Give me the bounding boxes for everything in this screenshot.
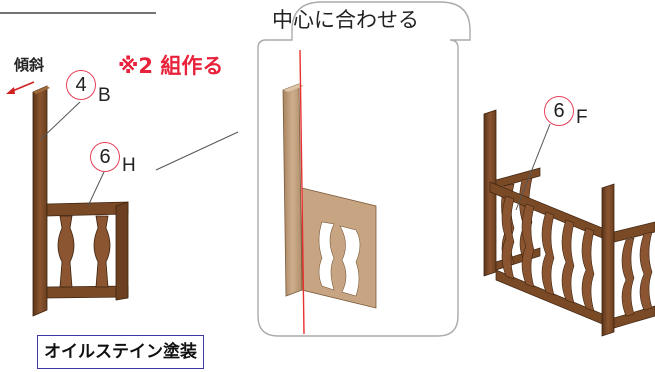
leader-6H	[87, 171, 105, 207]
detail-bubble	[257, 1, 471, 337]
leader-bubble	[155, 131, 239, 171]
part-letter-label: F	[576, 107, 588, 128]
make-two-sets-note: ※2 組作る	[118, 54, 224, 78]
part-number-badge: 6	[90, 142, 120, 172]
center-guide-line	[299, 49, 305, 335]
lean-label: 傾斜	[14, 56, 45, 74]
part-letter-label: B	[98, 85, 111, 106]
lean-arrow-icon	[6, 81, 35, 94]
left-side-panel	[32, 85, 129, 317]
part-number-badge: 4	[66, 70, 96, 100]
part-number-badge: 6	[544, 96, 574, 126]
stain-finish-label: オイルステイン塗装	[37, 335, 204, 369]
align-center-note: 中心に合わせる	[272, 8, 419, 32]
part-letter-label: H	[122, 155, 136, 176]
leader-6F	[515, 123, 551, 211]
leader-4B	[39, 101, 81, 141]
right-assembled-section	[483, 109, 655, 337]
